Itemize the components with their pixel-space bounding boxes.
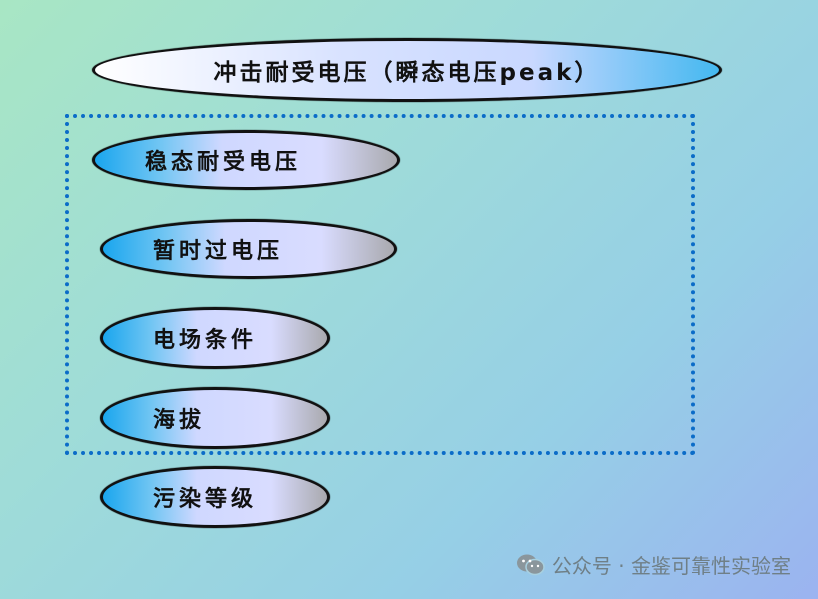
- watermark: 公众号 · 金鉴可靠性实验室: [516, 550, 791, 579]
- wechat-icon: [516, 554, 545, 575]
- impulse-voltage-label: 冲击耐受电压（瞬态电压peak）: [213, 60, 601, 86]
- altitude-node: 海拔: [100, 387, 330, 449]
- impulse-voltage-node: 冲击耐受电压（瞬态电压peak）: [92, 38, 722, 102]
- temporary-overvoltage-label: 暂时过电压: [153, 239, 284, 264]
- watermark-text: 公众号 · 金鉴可靠性实验室: [551, 554, 791, 578]
- altitude-label: 海拔: [153, 408, 206, 433]
- temporary-overvoltage-node: 暂时过电压: [100, 219, 397, 279]
- pollution-degree-node: 污染等级: [100, 466, 330, 528]
- electric-field-label: 电场条件: [153, 328, 258, 353]
- pollution-degree-label: 污染等级: [153, 487, 258, 512]
- group-dotted-border: [65, 114, 695, 455]
- steady-state-voltage-label: 稳态耐受电压: [145, 150, 302, 175]
- steady-state-voltage-node: 稳态耐受电压: [92, 130, 400, 190]
- electric-field-node: 电场条件: [100, 307, 330, 369]
